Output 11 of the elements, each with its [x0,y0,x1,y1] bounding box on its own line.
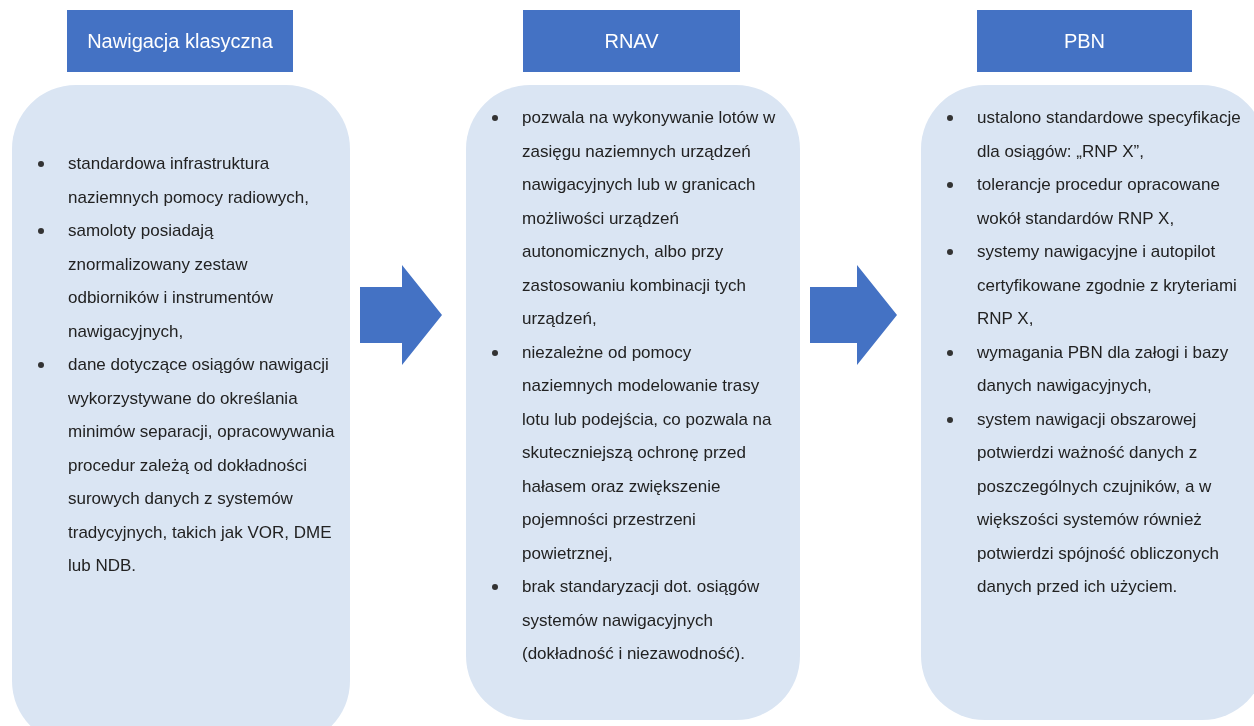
bullet-item: brak standaryzacji dot. osiągów systemów nawigacyjnych (dokładność i niezawodność). [522,576,761,665]
block-arrow [360,265,442,365]
header-box: Nawigacja klasyczna [67,10,293,72]
bullet-item: dane dotyczące osiągów nawigacji wykorzystywane do określania minimów separacji, opracowywania procedur zależą od dokładności surowych danych z systemów tradycyjnych, takich jak VOR, DME lub NDB. [68,354,336,577]
content-card [12,85,350,726]
block-arrow [810,265,897,365]
header-box: RNAV [523,10,740,72]
content-card [466,85,800,720]
bullet-item: system nawigacji obszarowej potwierdzi ważność danych z poszczególnych czujników, a w większości systemów również potwierdzi spójność obliczonych danych przed ich użyciem. [977,408,1220,598]
content-card [921,85,1254,720]
header-box: PBN [977,10,1192,72]
